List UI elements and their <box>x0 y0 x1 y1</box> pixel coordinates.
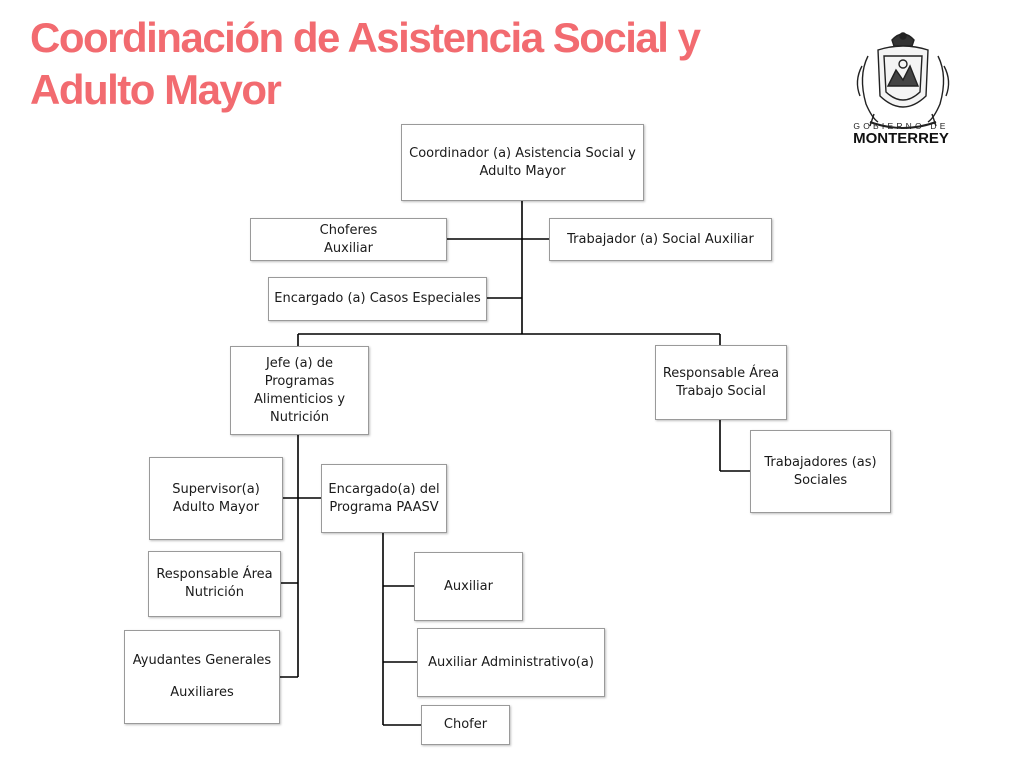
box-auxiliar-administrativo-label: Auxiliar Administrativo(a) <box>428 654 594 670</box>
box-auxiliares-label: Auxiliares <box>170 685 234 700</box>
box-choferes-auxiliar: Choferes Auxiliar <box>250 218 447 261</box>
page-title: Coordinación de Asistencia Social y Adul… <box>30 14 701 113</box>
box-ayudantes-label: Ayudantes Generales <box>132 653 272 668</box>
box-coordinador-label: Coordinador (a) Asistencia Social y Adul… <box>409 145 636 179</box>
box-ayudantes-generales: Ayudantes Generales Auxiliares <box>124 630 280 724</box>
box-casos-especiales-label: Encargado (a) Casos Especiales <box>274 291 481 306</box>
box-trabajador-social-label: Trabajador (a) Social Auxiliar <box>567 231 754 247</box>
box-coordinador: Coordinador (a) Asistencia Social y Adul… <box>401 124 644 201</box>
box-responsable-nutricion-label: Responsable Área Nutrición <box>156 567 273 600</box>
box-casos-especiales: Encargado (a) Casos Especiales <box>268 277 487 321</box>
box-jefe-programas-label: Jefe (a) de Programas Alimenticios y Nut… <box>253 355 346 425</box>
box-choferes-label: Choferes Auxiliar <box>319 222 378 256</box>
monterrey-coat-of-arms-icon <box>856 32 950 129</box>
box-supervisor-label: Supervisor(a) Adulto Mayor <box>172 481 260 515</box>
box-auxiliar-label: Auxiliar <box>444 578 493 594</box>
box-responsable-trabajo-social-label: Responsable Área Trabajo Social <box>662 365 780 399</box>
box-jefe-programas: Jefe (a) de Programas Alimenticios y Nut… <box>230 346 369 435</box>
box-supervisor-adulto-mayor: Supervisor(a) Adulto Mayor <box>149 457 283 540</box>
box-responsable-nutricion: Responsable Área Nutrición <box>148 551 281 617</box>
box-chofer: Chofer <box>421 705 510 745</box>
box-trabajador-social-auxiliar: Trabajador (a) Social Auxiliar <box>549 218 772 261</box>
box-auxiliar: Auxiliar <box>414 552 523 621</box>
box-encargado-paasv-label: Encargado(a) del Programa PAASV <box>328 481 440 515</box>
box-trabajadores-sociales-label: Trabajadores (as) Sociales <box>764 454 877 488</box>
box-encargado-paasv: Encargado(a) del Programa PAASV <box>321 464 447 533</box>
logo-text-monterrey: MONTERREY <box>853 130 949 147</box>
box-chofer-label: Chofer <box>443 717 488 732</box>
logo-text-gobierno: GOBIERNO DE <box>853 121 949 131</box>
box-auxiliar-administrativo: Auxiliar Administrativo(a) <box>417 628 605 697</box>
box-responsable-trabajo-social: Responsable Área Trabajo Social <box>655 345 787 420</box>
box-trabajadores-sociales: Trabajadores (as) Sociales <box>750 430 891 513</box>
